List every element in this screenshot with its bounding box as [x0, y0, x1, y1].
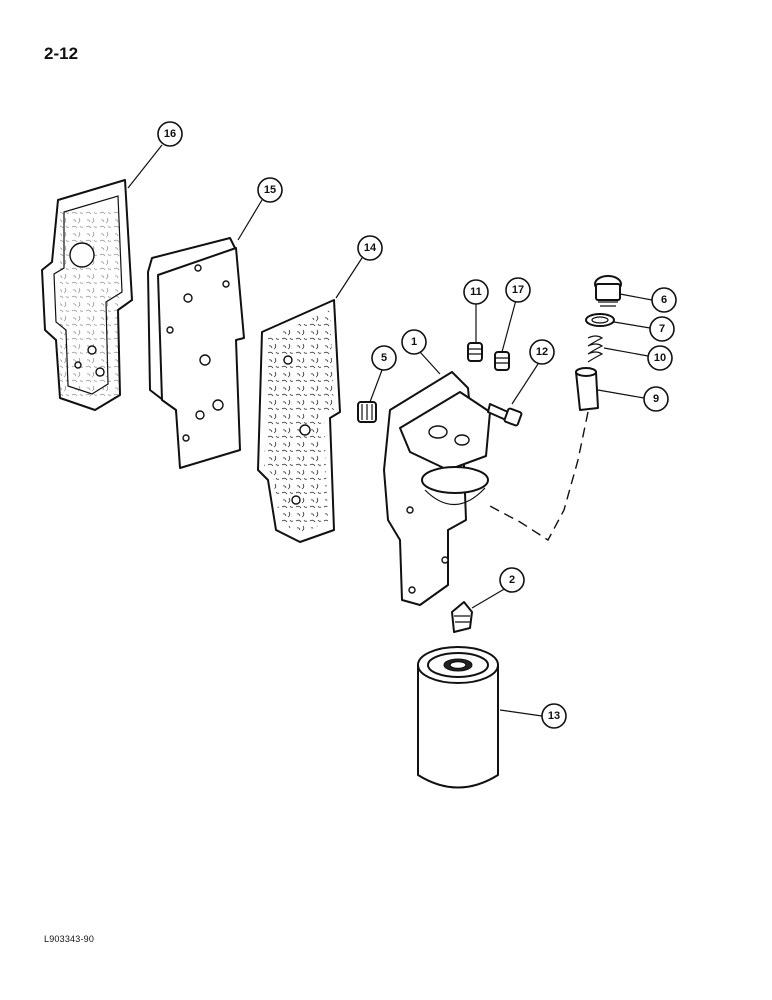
callout-11-label: 11 [470, 286, 482, 298]
callout-12: 12 [529, 339, 555, 365]
assembly-path-dashed [487, 411, 589, 541]
spring-10 [587, 335, 604, 363]
callout-17-label: 17 [512, 284, 524, 296]
callout-13: 13 [541, 703, 567, 729]
leader-13 [499, 709, 543, 717]
callout-7: 7 [649, 316, 675, 342]
callout-1: 1 [401, 329, 427, 355]
callout-14-label: 14 [364, 242, 377, 254]
leader-7 [613, 321, 651, 329]
washer-7 [585, 313, 615, 327]
leader-5 [369, 369, 383, 403]
filter-head-1 [383, 371, 491, 606]
callout-1-label: 1 [411, 336, 417, 348]
leader-14 [335, 257, 363, 299]
oil-cooler-15 [147, 237, 245, 469]
callout-16-label: 16 [164, 128, 176, 140]
bolt-12 [487, 403, 523, 427]
plug-5 [357, 401, 377, 423]
leader-1 [419, 351, 441, 375]
leader-16 [127, 144, 163, 189]
valve-9 [575, 367, 599, 411]
callout-15: 15 [257, 177, 283, 203]
gasket-14 [257, 299, 341, 543]
leader-2 [471, 587, 507, 609]
callouts: 16 15 14 11 17 6 7 10 [157, 121, 677, 729]
plug-11 [467, 342, 483, 362]
page-number: 2-12 [44, 44, 79, 63]
callout-2-label: 2 [509, 574, 515, 586]
callout-5: 5 [371, 345, 397, 371]
callout-11: 11 [463, 279, 489, 305]
callout-15-label: 15 [264, 184, 276, 196]
nipple-2 [451, 601, 473, 633]
callout-9-label: 9 [653, 393, 659, 405]
leader-9 [597, 389, 645, 399]
leader-lines [127, 144, 653, 717]
leader-12 [511, 363, 539, 405]
callout-2: 2 [499, 567, 525, 593]
callout-12-label: 12 [536, 346, 548, 358]
plug-6 [594, 275, 622, 307]
figure-code: L903343-90 [44, 934, 95, 944]
leader-17 [501, 299, 517, 353]
callout-10-label: 10 [654, 352, 666, 364]
plug-17 [494, 351, 510, 371]
callout-16: 16 [157, 121, 183, 147]
gasket-16 [41, 179, 133, 411]
callout-14: 14 [357, 235, 383, 261]
oil-filter-13 [417, 646, 499, 789]
leader-6 [619, 293, 653, 301]
callout-13-label: 13 [548, 710, 560, 722]
leader-10 [603, 347, 649, 357]
callout-10: 10 [647, 345, 673, 371]
callout-17: 17 [505, 277, 531, 303]
leader-15 [237, 199, 263, 241]
callout-6-label: 6 [661, 294, 667, 306]
callout-5-label: 5 [381, 352, 387, 364]
callout-7-label: 7 [659, 323, 665, 335]
callout-9: 9 [643, 386, 669, 412]
callout-6: 6 [651, 287, 677, 313]
